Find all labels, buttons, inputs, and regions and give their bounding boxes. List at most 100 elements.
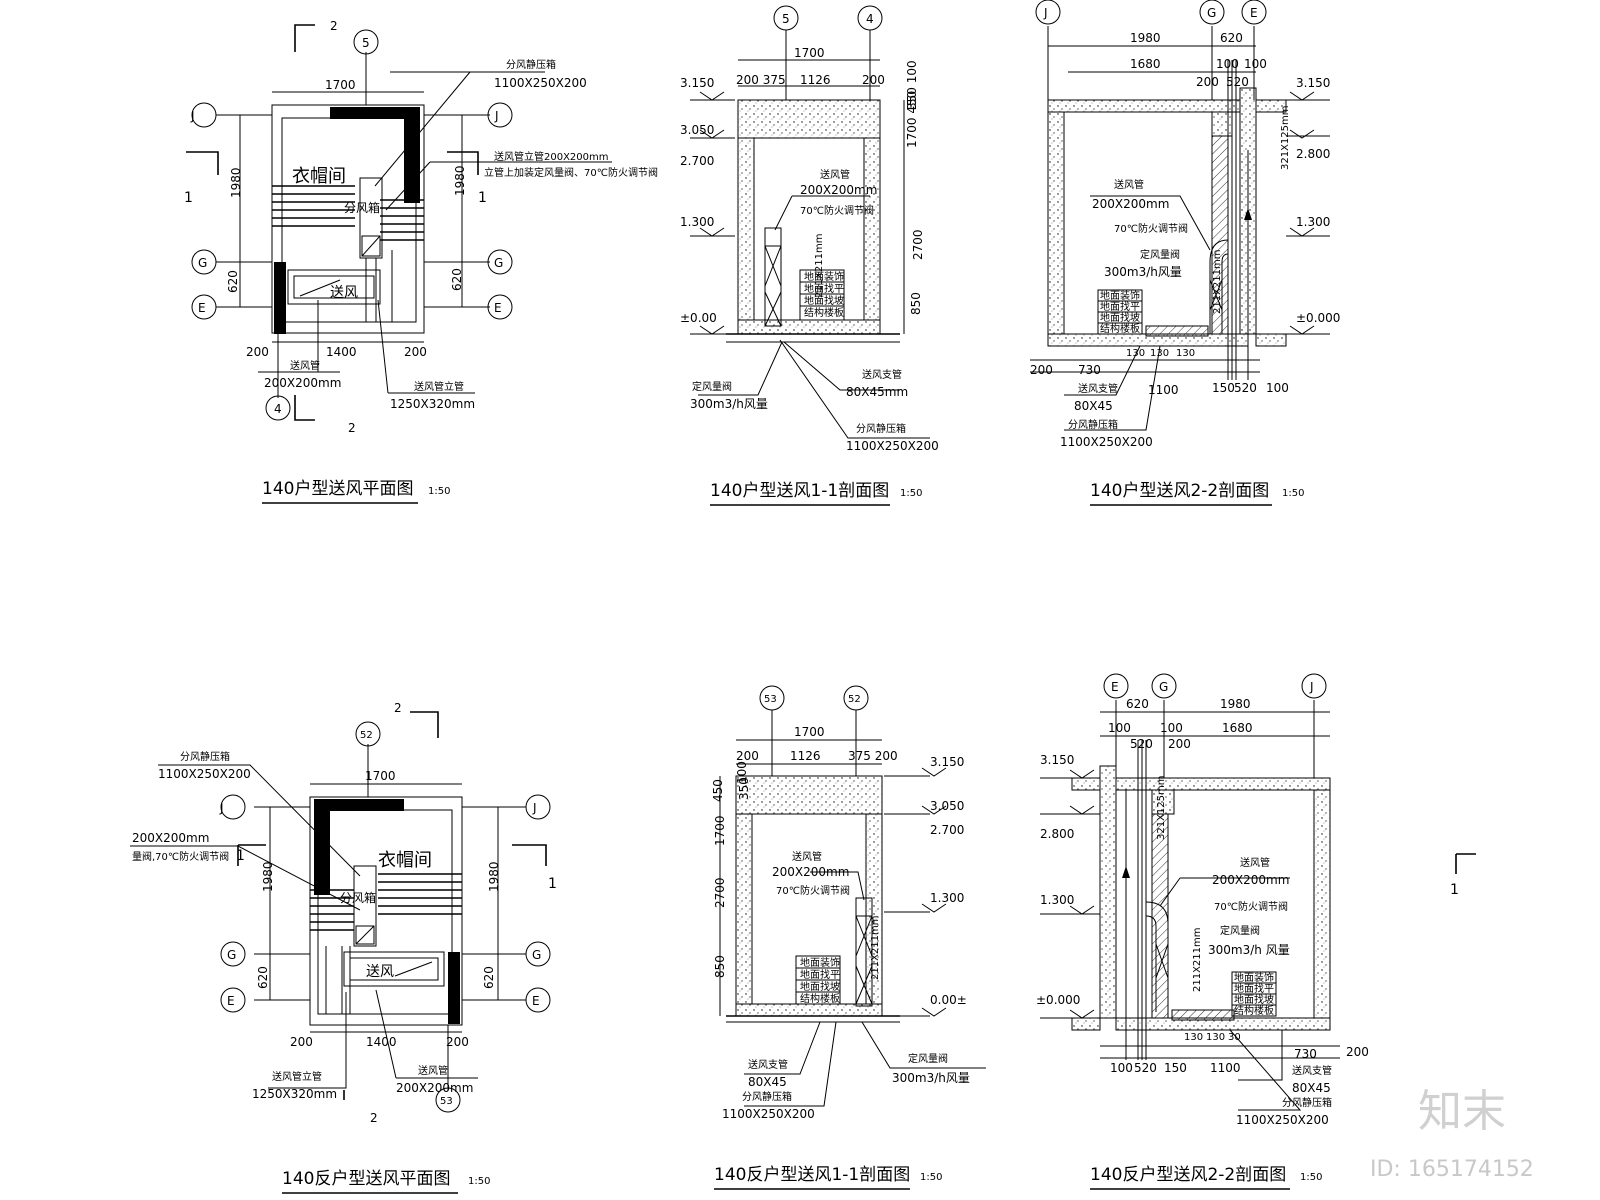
dim-label: 1700: [325, 78, 356, 92]
dim-label: 520: [1134, 1061, 1157, 1075]
section-mark: 2: [394, 701, 402, 715]
level-label: 3.150: [1040, 753, 1074, 767]
dim-label: 620: [1126, 697, 1149, 711]
dim-label: 100: [1108, 721, 1131, 735]
dim-label: 150: [1164, 1061, 1187, 1075]
dim-label: 100: [1110, 1061, 1133, 1075]
dim-label: 1400: [366, 1035, 397, 1049]
floor-layer: 结构楼板: [1100, 322, 1140, 335]
axis-label: J: [190, 109, 195, 123]
dim-label: 30: [1228, 1032, 1241, 1043]
dim-label: 450: [711, 779, 725, 802]
dim-label: 620: [482, 966, 496, 989]
annotation: 分风静压箱: [1068, 418, 1118, 431]
floor-layer: 结构楼板: [1234, 1004, 1274, 1017]
floor-layer: 结构楼板: [804, 306, 844, 319]
watermark-logo: 知末: [1418, 1086, 1506, 1137]
axis-label: G: [227, 948, 236, 962]
dim-label: 2700: [911, 229, 925, 260]
dim-label: 130: [1206, 1032, 1225, 1043]
dim-label: 850: [713, 955, 727, 978]
floor-layer: 地面找坡: [1100, 311, 1140, 324]
annotation: 200X200mm: [1092, 197, 1169, 211]
dim-label: 1100: [1148, 383, 1179, 397]
level-label: 3.150: [1296, 76, 1330, 90]
axis-label: E: [1111, 680, 1119, 694]
axis-label: 52: [848, 694, 861, 705]
annotation: 211X211mm: [1192, 927, 1203, 992]
annotation: 70℃防火调节阀: [1214, 900, 1288, 913]
axis-label: 52: [360, 730, 373, 741]
room-label: 分风箱: [340, 890, 376, 905]
annotation: 300m3/h风量: [690, 397, 768, 411]
level-label: 2.700: [930, 823, 964, 837]
section-11-b: [719, 685, 986, 1107]
floor-layer: 地面找坡: [804, 294, 844, 307]
dim-label: 1700: [794, 725, 825, 739]
annotation: 300m3/h风量: [892, 1071, 970, 1085]
level-label: 2.700: [680, 154, 714, 168]
dim-label: 150: [1212, 381, 1235, 395]
level-label: 2.800: [1040, 827, 1074, 841]
room-label: 送风: [330, 285, 358, 301]
stair-lines-b: [310, 873, 462, 931]
annotation: 定风量阀: [1220, 924, 1260, 937]
annotation: 200X200mm: [396, 1081, 473, 1095]
annotation: 送风管: [792, 850, 822, 863]
section-mark: 1: [236, 848, 245, 864]
axis-label: 53: [764, 694, 777, 705]
dim-label: 1980: [261, 861, 275, 892]
dim-label: 1980: [487, 861, 501, 892]
section-mark: 1: [478, 190, 487, 206]
annotation: 1100X250X200: [158, 767, 251, 781]
watermark-id: ID: 165174152: [1370, 1157, 1534, 1182]
axis-label: 53: [440, 1096, 453, 1107]
annotation: 200X200mm: [132, 831, 209, 845]
room-label: 衣帽间: [378, 850, 432, 871]
axis-label: G: [1159, 680, 1168, 694]
annotation: 送风管: [820, 168, 850, 181]
axis-label: 4: [866, 12, 874, 26]
annotation: 分风静压箱: [856, 422, 906, 435]
dim-label: 730: [1078, 363, 1101, 377]
annotation: 定风量阀: [908, 1052, 948, 1065]
annotation: 送风支管: [1292, 1064, 1332, 1077]
dim-label: 1980: [229, 167, 243, 198]
annotation: 1100X250X200: [1060, 435, 1153, 449]
scale-label: 1:50: [428, 486, 450, 497]
dim-label: 200: [1168, 737, 1191, 751]
level-label: 0.00±: [930, 993, 967, 1007]
dim-label: 1700: [713, 815, 727, 846]
drawing-title: 140反户型送风1-1剖面图: [714, 1165, 910, 1185]
annotation: 211X211mm: [1212, 249, 1223, 314]
annotation: 1250X320mm: [252, 1087, 337, 1101]
scale-label: 1:50: [1300, 1172, 1322, 1183]
floor-layer: 地面找平: [804, 282, 844, 295]
dim-label: 200: [290, 1035, 313, 1049]
floor-layer: 地面装饰: [800, 956, 840, 969]
section-11-a: [690, 5, 930, 439]
dim-label: 200: [736, 749, 759, 763]
axis-label: E: [532, 994, 540, 1008]
level-label: 2.800: [1296, 147, 1330, 161]
annotation: 分风静压箱: [506, 58, 556, 71]
dim-label: 200: [862, 73, 885, 87]
annotation: 量阀,70℃防火调节阀: [132, 850, 229, 863]
dim-label: 1980: [1130, 31, 1161, 45]
level-label: 1.300: [680, 215, 714, 229]
annotation: 定风量阀: [1140, 248, 1180, 261]
annotation: 200X200mm: [1212, 873, 1289, 887]
plan-a: [186, 24, 612, 421]
annotation: 80X45mm: [846, 385, 908, 399]
room-label: 分风箱: [344, 200, 380, 215]
dim-label: 200: [1346, 1045, 1369, 1059]
axis-label: 5: [362, 36, 370, 50]
dim-label: 2700: [713, 877, 727, 908]
dim-label: 1700: [365, 769, 396, 783]
dim-label: 130: [1126, 348, 1145, 359]
section-mark: 2: [330, 19, 338, 33]
axis-label: 4: [274, 402, 282, 416]
dim-label: 100: [735, 761, 749, 784]
scale-label: 1:50: [468, 1176, 490, 1187]
